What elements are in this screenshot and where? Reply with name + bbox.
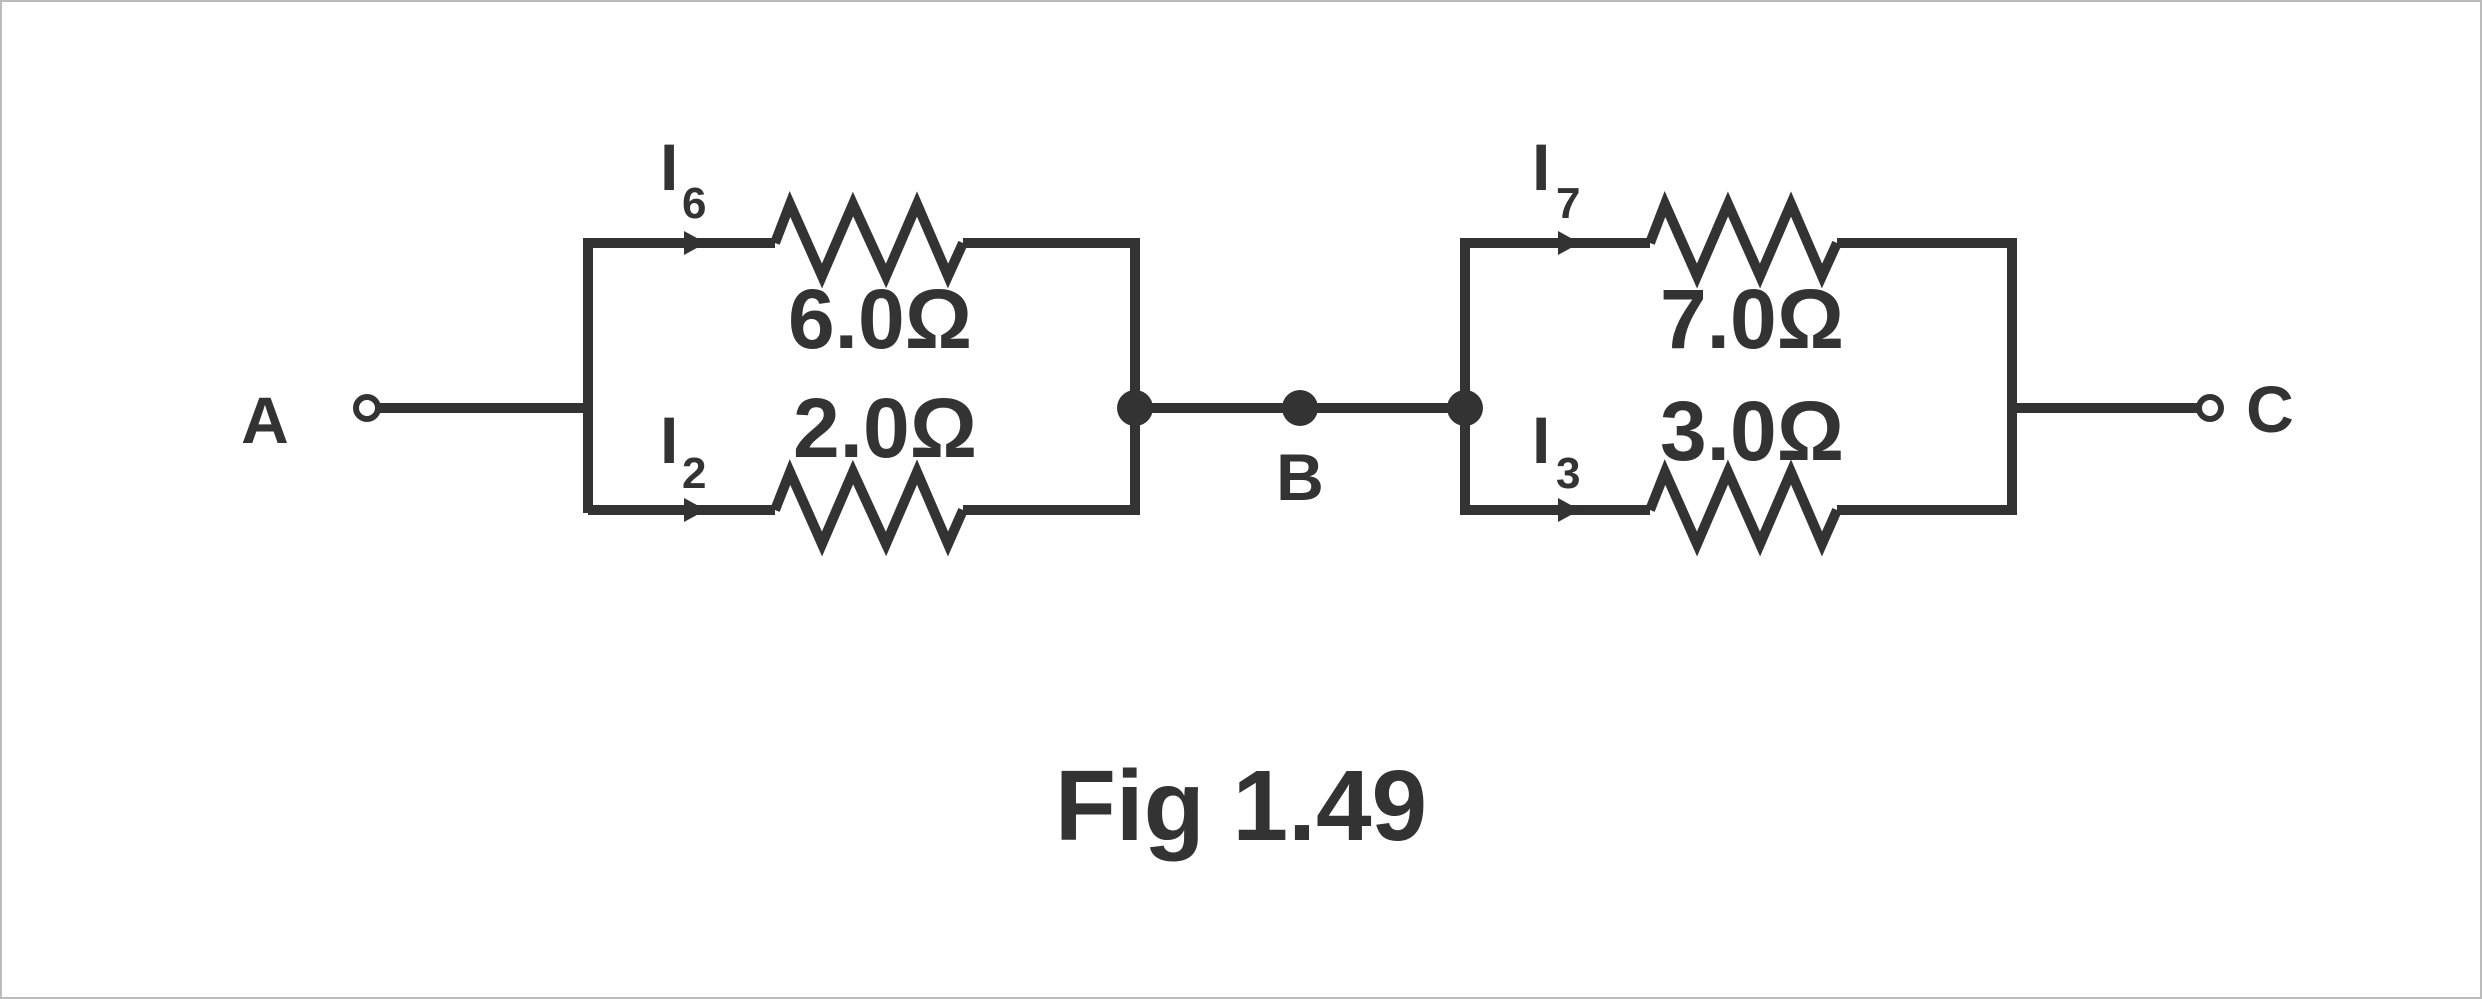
current-i2-subscript: 2	[682, 449, 706, 498]
node-c-label: C	[2246, 372, 2294, 446]
current-arrows	[684, 231, 1580, 522]
current-i7-symbol: I	[1532, 130, 1550, 204]
terminal-a-icon	[353, 394, 381, 422]
arrow-i6-icon	[684, 231, 706, 255]
current-i6-symbol: I	[660, 130, 678, 204]
resistor-3-zigzag	[1645, 459, 1842, 557]
junction-left-icon	[1117, 390, 1153, 426]
resistor-3-value: 3.0Ω	[1660, 384, 1844, 478]
current-i2-symbol: I	[660, 403, 678, 477]
junction-right-icon	[1447, 390, 1483, 426]
resistor-2-zigzag	[770, 459, 968, 557]
node-a-label: A	[241, 383, 289, 457]
current-i6-subscript: 6	[682, 179, 706, 228]
current-i7-subscript: 7	[1556, 179, 1580, 228]
resistor-7-value: 7.0Ω	[1660, 272, 1844, 366]
node-b-label: B	[1276, 440, 1324, 514]
resistor-6-zigzag	[770, 190, 968, 289]
figure-caption: Fig 1.49	[1055, 750, 1427, 862]
current-i3-subscript: 3	[1556, 449, 1580, 498]
arrow-i7-icon	[1558, 231, 1580, 255]
resistor-2-value: 2.0Ω	[793, 381, 977, 475]
terminal-c-icon	[2196, 394, 2224, 422]
resistor-7-zigzag	[1645, 190, 1842, 289]
current-i3-symbol: I	[1532, 403, 1550, 477]
resistor-6-value: 6.0Ω	[788, 272, 972, 366]
arrow-i2-icon	[684, 498, 706, 522]
arrow-i3-icon	[1558, 498, 1580, 522]
junction-b-icon	[1282, 390, 1318, 426]
